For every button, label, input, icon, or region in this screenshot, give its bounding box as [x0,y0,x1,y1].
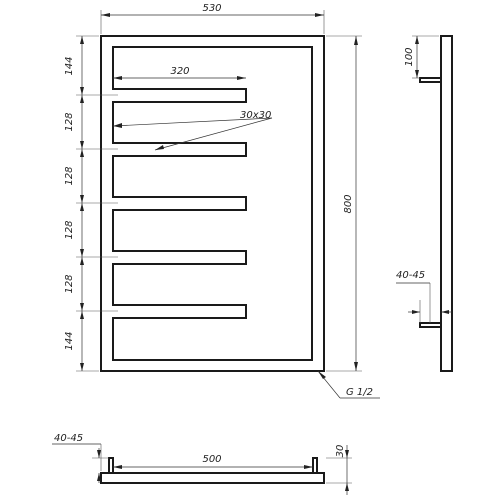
dimension-overall-width: 530 [100,3,325,34]
spacing-label-5: 128 [64,274,75,293]
dimension-side-wall-gap: 40-45 [396,270,452,323]
side-wall-gap-label: 40-45 [396,270,425,281]
spacing-label-4: 128 [64,220,75,239]
connection-thread-label: G 1/2 [346,387,373,398]
dimension-bar-length: 320 [113,66,246,80]
dimension-profile-section: 30x30 [112,110,273,151]
dimension-connection-distance: 500 [113,454,313,469]
connection-callout: G 1/2 [317,370,380,399]
connection-distance-label: 500 [202,454,221,465]
outer-frame [100,35,325,372]
dimension-bottom-wall-gap: 40-45 [52,433,109,483]
profile-section-label: 30x30 [240,110,271,121]
spacing-label-1: 144 [64,56,75,75]
overall-height-label: 800 [343,194,354,213]
bottom-profile [100,472,325,484]
bar-length-label: 320 [170,66,189,77]
spacing-label-2: 128 [64,112,75,131]
dimension-spacing-chain: 144 128 128 128 128 144 [64,35,118,372]
bottom-depth-label: 30 [335,445,346,458]
bottom-right-connector [312,457,318,474]
front-view: 530 320 30x30 [64,3,380,399]
side-top-bracket [419,77,442,83]
side-view: 100 40-45 [396,35,453,372]
bottom-left-connector [108,457,114,474]
dimension-overall-height: 800 [326,35,362,372]
side-bottom-bracket [419,322,442,328]
overall-width-label: 530 [202,3,221,14]
dimension-side-top-offset: 100 [404,35,439,79]
dimension-bottom-depth: 30 [326,445,352,495]
side-profile [440,35,453,372]
bottom-view: 40-45 500 30 [52,433,352,495]
side-top-offset-label: 100 [404,47,415,66]
spacing-label-3: 128 [64,166,75,185]
inner-serpentine-outline [112,46,313,361]
bottom-wall-gap-label: 40-45 [54,433,83,444]
spacing-label-6: 144 [64,331,75,350]
